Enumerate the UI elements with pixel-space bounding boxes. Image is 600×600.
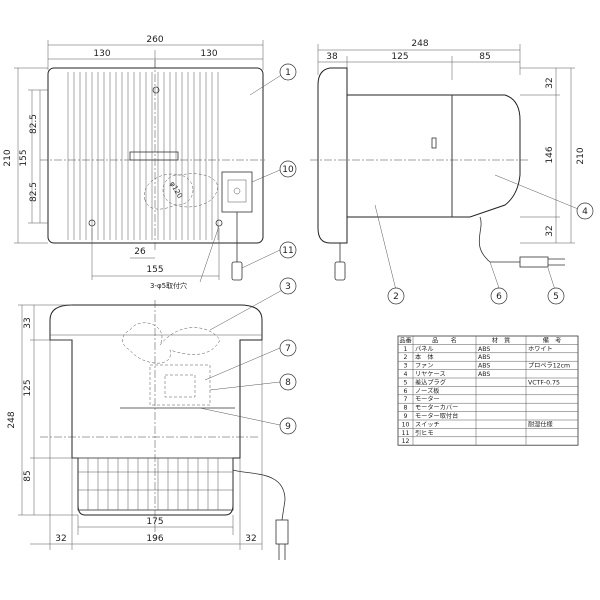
side-height-dim: 210 [576, 147, 586, 164]
side-center-dim: 146 [545, 146, 555, 163]
table-cell: 3 [404, 363, 408, 370]
callout-5: 5 [553, 292, 559, 302]
front-mid-dim: 155 [19, 149, 29, 166]
callout-9: 9 [285, 422, 291, 432]
table-cell: 5 [404, 379, 408, 386]
table-cell: ファン [415, 363, 434, 370]
table-cell: 11 [402, 430, 410, 437]
callout-8: 8 [285, 378, 291, 388]
front-half-right-dim: 130 [200, 49, 217, 59]
table-cell: VCTF-0.75 [528, 379, 560, 386]
side-bottom-dim: 32 [545, 225, 555, 236]
callout-11: 11 [282, 246, 293, 256]
hole-note: 3-φ5取付穴 [150, 281, 187, 290]
side-rear-dim: 85 [479, 52, 490, 62]
table-cell: 本 体 [415, 353, 434, 361]
table-header-cell: 材 質 [492, 336, 511, 344]
parts-table: 品番 品 名 材 質 備 考 1 パネル ABS ホワイト 2 本 体 ABS 3 ファン ABS プロペラ… [397, 335, 579, 446]
front-half-left-dim: 130 [93, 49, 110, 59]
side-view: 248 38 125 85 32 146 32 210 [310, 39, 586, 281]
front-view: 260 130 130 φ120 [3, 35, 265, 290]
mount-hole [215, 219, 223, 227]
callout-3: 3 [285, 282, 291, 292]
table-cell: パネル [415, 346, 434, 353]
table-cell: ABS [478, 354, 490, 361]
bottom-inner-dim: 175 [146, 517, 163, 527]
front-height-dim: 210 [3, 149, 13, 166]
table-cell: 耐湿仕様 [528, 420, 554, 428]
bottom-total-dim: 248 [7, 411, 17, 428]
table-cell: 10 [402, 421, 410, 428]
front-upper-dim: 82.5 [29, 114, 39, 134]
table-cell: ノーズ板 [415, 387, 439, 395]
table-cell: モーター [415, 395, 440, 403]
cord-offset-dim: 26 [134, 247, 146, 257]
side-mid-dim: 125 [391, 52, 408, 62]
front-lower-dim: 82.5 [29, 182, 39, 202]
callout-4: 4 [582, 207, 588, 217]
table-cell: スイッチ [415, 421, 440, 428]
hole-span-dim: 155 [146, 265, 163, 275]
table-cell: ABS [478, 363, 490, 370]
bottom-view: 33 125 248 85 175 196 32 32 [7, 300, 289, 560]
table-cell: 4 [404, 371, 408, 378]
table-header-cell: 備 考 [543, 336, 562, 344]
table-cell: 1 [404, 346, 408, 353]
table-cell: 差込プラグ [415, 378, 446, 386]
table-cell: 9 [404, 413, 408, 420]
side-front-dim: 38 [326, 52, 338, 62]
bottom-right-dim: 32 [245, 534, 256, 544]
side-top-dim: 32 [545, 77, 555, 88]
table-cell: 12 [402, 438, 410, 445]
callout-2: 2 [393, 292, 399, 302]
bottom-mid-dim: 125 [23, 379, 33, 396]
bottom-width-dim: 196 [146, 534, 163, 544]
callout-7: 7 [285, 344, 291, 354]
side-depth-dim: 248 [411, 39, 428, 49]
mount-hole [152, 86, 160, 94]
callouts: 1 2 3 4 5 6 7 8 9 10 11 [199, 63, 594, 435]
fan-size-label: φ120 [168, 180, 184, 200]
table-header-cell: 品 名 [432, 336, 457, 344]
bottom-lower-dim: 85 [23, 470, 33, 481]
callout-1: 1 [285, 68, 291, 78]
bottom-left-dim: 32 [55, 534, 66, 544]
table-cell: ABS [478, 346, 490, 353]
mount-hole [88, 219, 96, 227]
front-width-dim: 260 [146, 35, 163, 45]
table-cell: 6 [404, 388, 408, 395]
callout-10: 10 [282, 165, 294, 175]
table-cell: ホワイト [528, 346, 553, 353]
table-cell: 7 [404, 396, 408, 403]
table-header-cell: 品番 [399, 337, 411, 344]
callout-6: 6 [496, 292, 502, 302]
table-cell: モーターカバー [415, 404, 458, 412]
table-cell: プロペラ12cm [528, 363, 570, 370]
table-cell: 引ヒモ [415, 429, 434, 437]
table-cell: 2 [404, 354, 408, 361]
table-cell: リヤケース [415, 371, 446, 378]
table-cell: ABS [478, 371, 490, 378]
bottom-top-dim: 33 [23, 317, 33, 328]
table-cell: 8 [404, 405, 408, 412]
table-cell: モーター取付台 [415, 412, 458, 420]
